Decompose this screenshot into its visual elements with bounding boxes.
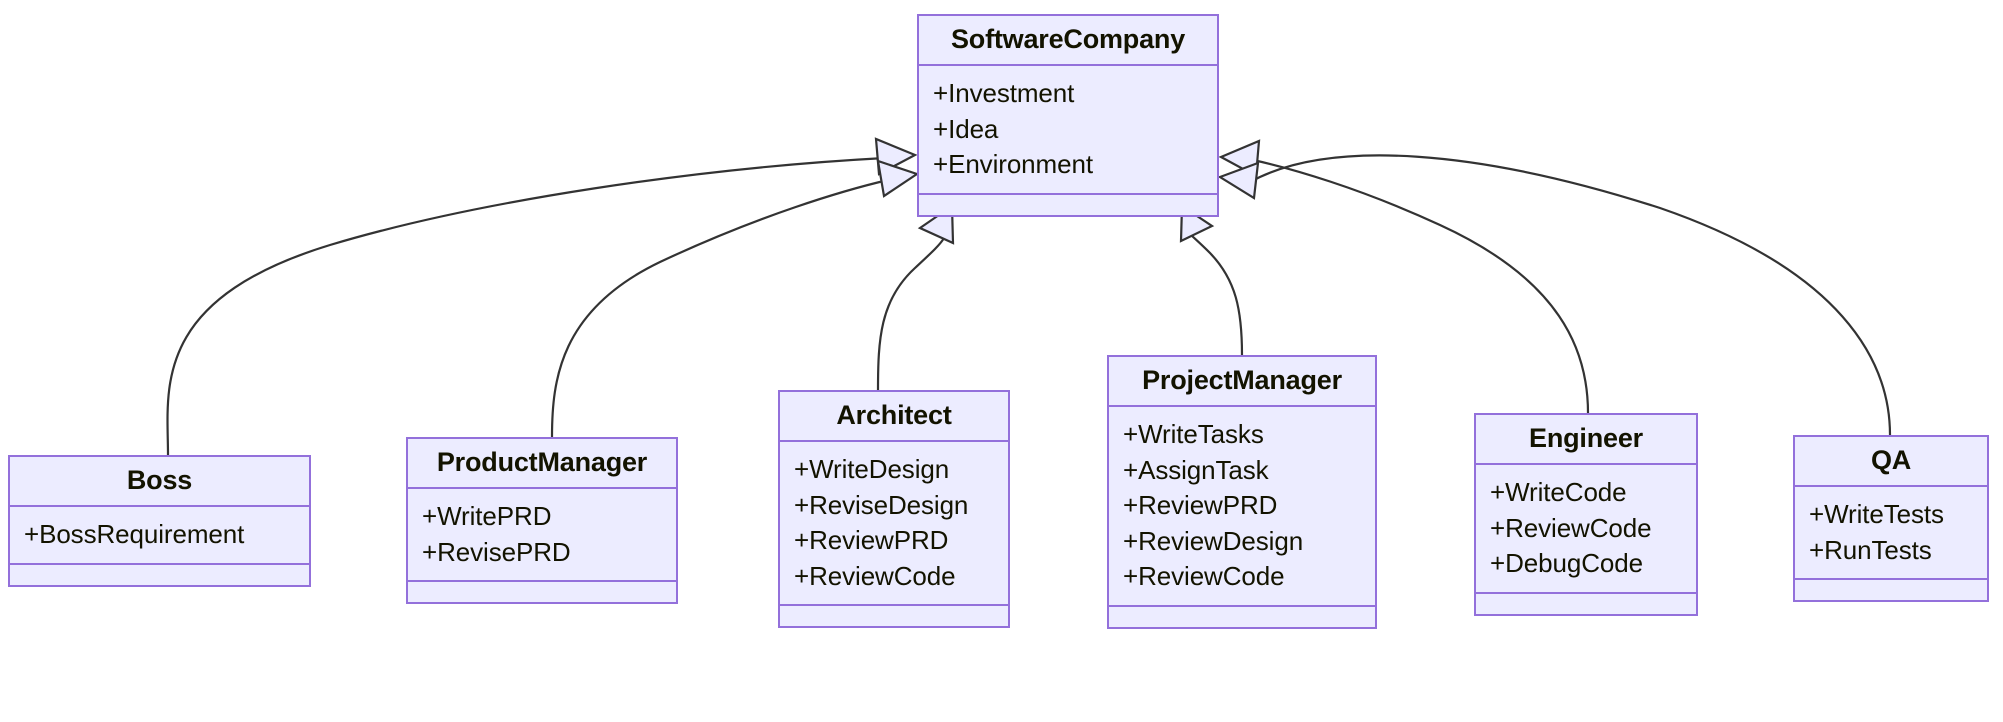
- edge-architect-to-softwarecompany: [876, 237, 945, 391]
- class-attribute: +RunTests: [1809, 534, 1932, 565]
- class-attributes-productmanager: +WritePRD +RevisePRD: [408, 489, 676, 583]
- arrowhead-productmanager-inheritance: [876, 159, 920, 198]
- class-methods-boss: [10, 565, 309, 585]
- class-methods-projectmanager: [1109, 607, 1375, 627]
- arrowhead-boss-inheritance: [874, 137, 918, 176]
- class-methods-engineer: [1476, 594, 1696, 614]
- class-attribute: +ReviewCode: [1123, 561, 1285, 592]
- class-box-engineer[interactable]: Engineer +WriteCode +ReviewCode +DebugCo…: [1474, 413, 1698, 616]
- class-attributes-architect: +WriteDesign +ReviseDesign +ReviewPRD +R…: [780, 442, 1008, 607]
- class-attribute: +Investment: [933, 78, 1075, 108]
- class-attribute: +AssignTask: [1123, 454, 1269, 485]
- class-box-architect[interactable]: Architect +WriteDesign +ReviseDesign +Re…: [778, 390, 1010, 629]
- class-methods-architect: [780, 606, 1008, 626]
- class-attribute: +ReviewPRD: [1123, 490, 1278, 521]
- class-methods-softwarecompany: [919, 195, 1217, 215]
- class-box-productmanager[interactable]: ProductManager +WritePRD +RevisePRD: [406, 437, 678, 605]
- class-title-architect: Architect: [780, 392, 1008, 442]
- class-attribute: +WriteDesign: [794, 454, 950, 484]
- class-attributes-qa: +WriteTests +RunTests: [1795, 487, 1987, 581]
- class-box-boss[interactable]: Boss +BossRequirement: [8, 455, 311, 587]
- class-attribute: +ReviewCode: [794, 560, 956, 591]
- class-title-engineer: Engineer: [1476, 415, 1696, 465]
- class-title-productmanager: ProductManager: [408, 439, 676, 489]
- class-title-projectmanager: ProjectManager: [1109, 357, 1375, 407]
- edge-projectmanager-to-softwarecompany: [1189, 233, 1244, 356]
- class-attribute: +ReviewPRD: [794, 525, 949, 556]
- class-attribute: +Environment: [933, 149, 1093, 180]
- class-attribute: +ReviewCode: [1490, 512, 1652, 543]
- class-box-softwarecompany[interactable]: SoftwareCompany +Investment +Idea +Envir…: [917, 14, 1219, 217]
- class-attribute: +DebugCode: [1490, 548, 1643, 579]
- arrowhead-engineer-inheritance: [1218, 139, 1261, 178]
- class-title-boss: Boss: [10, 457, 309, 507]
- class-attribute: +RevisePRD: [422, 536, 571, 567]
- class-attributes-engineer: +WriteCode +ReviewCode +DebugCode: [1476, 465, 1696, 594]
- class-attribute: +WriteTasks: [1123, 419, 1264, 449]
- class-attributes-softwarecompany: +Investment +Idea +Environment: [919, 66, 1217, 195]
- class-box-qa[interactable]: QA +WriteTests +RunTests: [1793, 435, 1989, 603]
- class-attribute: +WritePRD: [422, 501, 552, 531]
- class-methods-qa: [1795, 580, 1987, 600]
- class-attributes-boss: +BossRequirement: [10, 507, 309, 565]
- class-attribute: +BossRequirement: [24, 519, 245, 549]
- class-box-projectmanager[interactable]: ProjectManager +WriteTasks +AssignTask +…: [1107, 355, 1377, 630]
- class-attributes-projectmanager: +WriteTasks +AssignTask +ReviewPRD +Revi…: [1109, 407, 1375, 608]
- arrowhead-qa-inheritance: [1217, 161, 1260, 200]
- class-title-softwarecompany: SoftwareCompany: [919, 16, 1217, 66]
- class-methods-productmanager: [408, 582, 676, 602]
- class-attribute: +WriteTests: [1809, 499, 1944, 529]
- class-title-qa: QA: [1795, 437, 1987, 487]
- class-attribute: +ReviseDesign: [794, 489, 969, 520]
- class-attribute: +Idea: [933, 113, 999, 144]
- class-attribute: +WriteCode: [1490, 477, 1627, 507]
- class-attribute: +ReviewDesign: [1123, 525, 1304, 556]
